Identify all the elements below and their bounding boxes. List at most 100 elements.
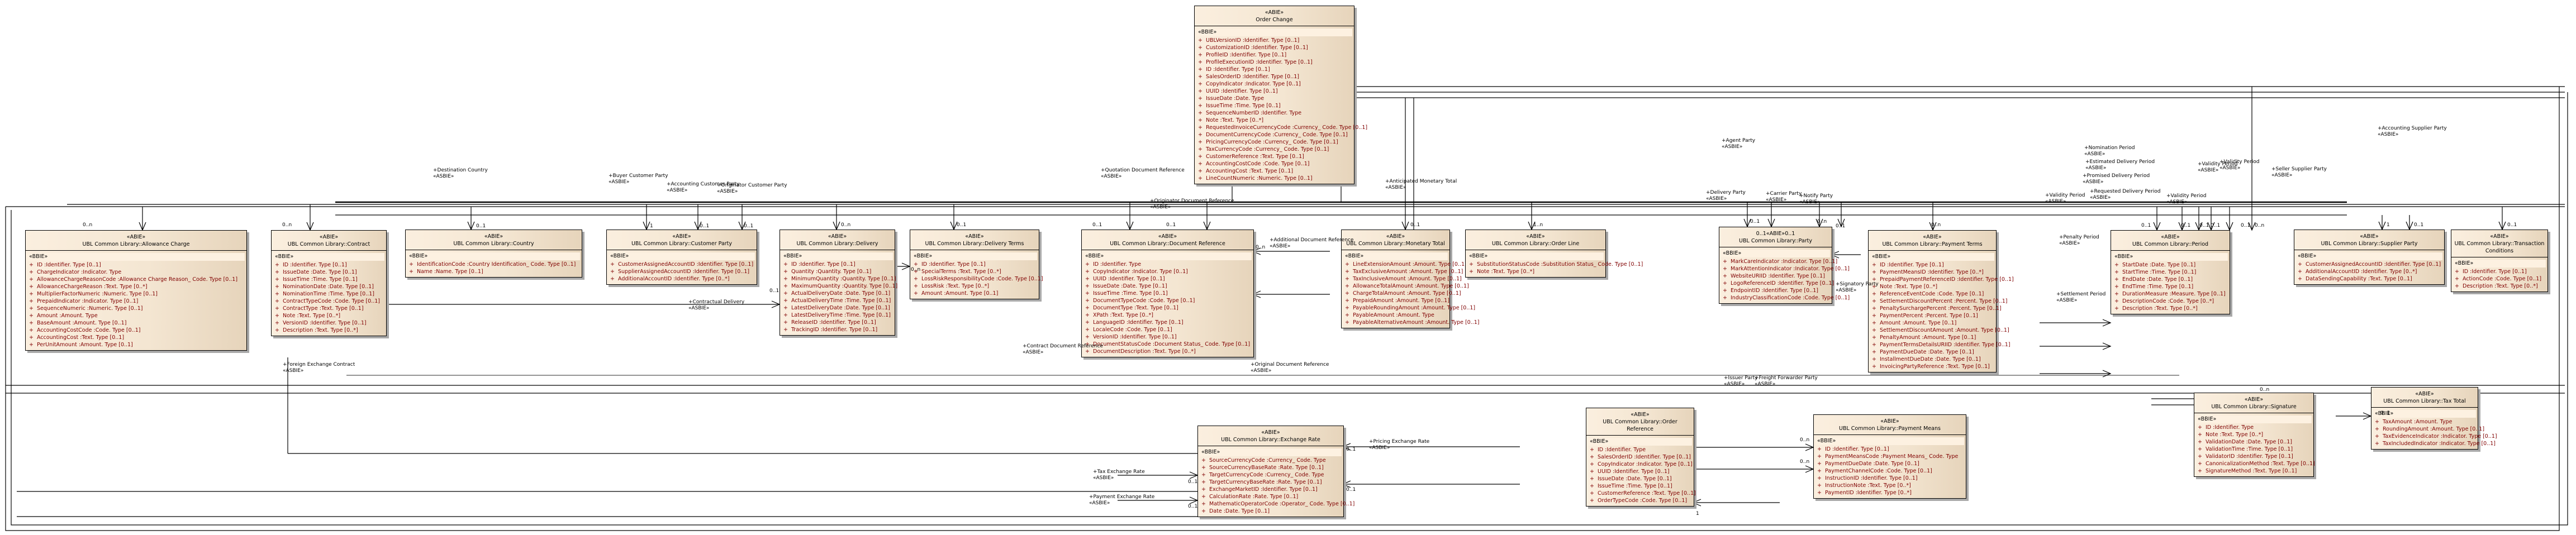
attribute-row[interactable]: +AccountingCostCode :Code. Type [0..1] <box>27 327 245 334</box>
attribute-row[interactable]: +Amount :Amount. Type <box>27 312 245 319</box>
attribute-row[interactable]: +XPath :Text. Type [0..*] <box>1083 312 1252 319</box>
attribute-row[interactable]: +AllowanceTotalAmount :Amount. Type [0..… <box>1343 283 1469 290</box>
attribute-row[interactable]: +VersionID :Identifier. Type [0..1] <box>273 319 384 327</box>
role-label-carrier-party[interactable]: +Carrier Party«ASBIE» <box>1766 191 1802 203</box>
attribute-row[interactable]: +WebsiteURIID :Identifier. Type [0..1] <box>1721 273 1830 280</box>
attribute-row[interactable]: +Name :Name. Type [0..1] <box>407 268 580 275</box>
attribute-row[interactable]: +PenaltySurchargePercent :Percent. Type … <box>1870 305 2002 312</box>
role-label-notify-party[interactable]: +Notify Party«ASBIE» <box>1799 193 1833 206</box>
attribute-row[interactable]: +ID :Identifier. Type [0..1] <box>27 261 245 269</box>
attribute-row[interactable]: +IssueTime :Time. Type [0..1] <box>1196 102 1352 109</box>
role-label-issuer-party[interactable]: +Issuer Party«ASBIE» <box>1724 375 1757 388</box>
role-label-signatory-party[interactable]: +Signatory Party«ASBIE» <box>1836 281 1879 294</box>
attribute-row[interactable]: +BaseAmount :Amount. Type [0..1] <box>27 319 245 327</box>
attribute-row[interactable]: +SpecialTerms :Text. Type [0..*] <box>912 268 1037 275</box>
role-label-anticipated-monetary-total[interactable]: +Anticipated Monetary Total«ASBIE» <box>1385 179 1457 191</box>
attribute-row[interactable]: +CopyIndicator :Indicator. Type [0..1] <box>1588 461 1693 468</box>
attribute-row[interactable]: +SupplierAssignedAccountID :Identifier. … <box>609 268 755 275</box>
attribute-row[interactable]: +ActualDeliveryDate :Date. Type [0..1] <box>782 290 893 297</box>
attribute-row[interactable]: +ID :Identifier. Type [0..1] <box>1870 261 1994 269</box>
attribute-row[interactable]: +SequenceNumberID :Identifier. Type <box>1196 109 1352 117</box>
attribute-row[interactable]: +MarkAttentionIndicator :Indicator. Type… <box>1721 265 1850 273</box>
attribute-row[interactable]: +PaymentDueDate :Date. Type [0..1] <box>1870 348 1994 356</box>
class-signature[interactable]: «ABIE»UBL Common Library::Signature«BBIE… <box>2194 393 2315 477</box>
attribute-row[interactable]: +SettlementDiscountPercent :Percent. Typ… <box>1870 298 2008 305</box>
attribute-row[interactable]: +RequestedInvoiceCurrencyCode :Currency_… <box>1196 124 1367 131</box>
attribute-row[interactable]: +ValidationTime :Time. Type [0..1] <box>2196 446 2312 453</box>
attribute-row[interactable]: +PenaltyAmount :Amount. Type [0..1] <box>1870 334 1994 341</box>
attribute-row[interactable]: +AccountingCost :Text. Type [0..1] <box>27 334 245 341</box>
attribute-row[interactable]: +ValidationDate :Date. Type [0..1] <box>2196 438 2312 446</box>
attribute-row[interactable]: +NominationTime :Time. Type [0..1] <box>273 290 384 298</box>
attribute-row[interactable]: +PaymentMeansID :Identifier. Type [0..*] <box>1870 269 1994 276</box>
role-label-additional-document-reference[interactable]: +Additional Document Reference«ASBIE» <box>1270 237 1353 250</box>
attribute-row[interactable]: +ActionCode :Code. Type [0..1] <box>2453 275 2546 283</box>
attribute-row[interactable]: +ID :Identifier. Type <box>1588 446 1692 453</box>
attribute-row[interactable]: +DescriptionCode :Code. Type [0..*] <box>2113 298 2228 305</box>
attribute-row[interactable]: +ID :Identifier. Type [0..1] <box>1196 66 1352 73</box>
attribute-row[interactable]: +CustomerAssignedAccountID :Identifier. … <box>2296 261 2442 268</box>
class-payment-means[interactable]: «ABIE»UBL Common Library::Payment Means«… <box>1813 414 1966 499</box>
attribute-row[interactable]: +LocaleCode :Code. Type [0..1] <box>1083 326 1252 333</box>
class-delivery[interactable]: «ABIE»UBL Common Library::Delivery«BBIE»… <box>780 230 897 336</box>
attribute-row[interactable]: +LanguageID :Identifier. Type [0..1] <box>1083 319 1252 326</box>
class-exchange-rate[interactable]: «ABIE»UBL Common Library::Exchange Rate«… <box>1197 426 1354 517</box>
attribute-row[interactable]: +MathematicOperatorCode :Operator_ Code.… <box>1200 500 1354 508</box>
role-label-tax-exchange-rate[interactable]: +Tax Exchange Rate«ASBIE» <box>1093 469 1145 481</box>
attribute-row[interactable]: +RoundingAmount :Amount. Type [0..1] <box>2373 426 2484 433</box>
attribute-row[interactable]: +PayableAlternativeAmount :Amount. Type … <box>1343 319 1480 326</box>
attribute-row[interactable]: +PaymentDueDate :Date. Type [0..1] <box>1815 460 1964 467</box>
attribute-row[interactable]: +PrepaidPaymentReferenceID :Identifier. … <box>1870 276 2014 283</box>
attribute-row[interactable]: +DocumentStatusCode :Document Status_ Co… <box>1083 341 1252 348</box>
attribute-row[interactable]: +InstallmentDueDate :Date. Type [0..1] <box>1870 356 1994 363</box>
role-label-nomination-period[interactable]: +Nomination Period«ASBIE» <box>2084 145 2135 157</box>
attribute-row[interactable]: +PayableAmount :Amount. Type <box>1343 312 1448 319</box>
attribute-row[interactable]: +PaymentMeansCode :Payment Means_ Code. … <box>1815 453 1964 460</box>
role-label-destination-country[interactable]: +Destination Country«ASBIE» <box>433 168 488 180</box>
class-payment-terms[interactable]: «ABIE»UBL Common Library::Payment Terms«… <box>1868 230 2014 372</box>
attribute-row[interactable]: +DocumentDescription :Text. Type [0..*] <box>1083 348 1252 355</box>
role-label-estimated-delivery-period[interactable]: +Estimated Delivery Period«ASBIE» <box>2085 159 2155 171</box>
attribute-row[interactable]: +AccountingCostCode :Code. Type [0..1] <box>1196 160 1352 168</box>
class-document-reference[interactable]: «ABIE»UBL Common Library::Document Refer… <box>1081 230 1254 357</box>
attribute-row[interactable]: +ID :Identifier. Type <box>1083 261 1252 268</box>
attribute-row[interactable]: +TaxAmount :Amount. Type <box>2373 418 2476 426</box>
attribute-row[interactable]: +CustomerReference :Text. Type [0..1] <box>1196 153 1352 160</box>
attribute-row[interactable]: +Note :Text. Type [0..*] <box>1870 283 1994 290</box>
role-label-payment-exchange-rate[interactable]: +Payment Exchange Rate«ASBIE» <box>1089 494 1154 507</box>
attribute-row[interactable]: +TaxEvidenceIndicator :Indicator. Type [… <box>2373 433 2497 440</box>
attribute-row[interactable]: +CustomizationID :Identifier. Type [0..1… <box>1196 44 1352 51</box>
attribute-row[interactable]: +Amount :Amount. Type [0..1] <box>1870 319 1994 327</box>
role-label-validity-period-3[interactable]: +Validity Period«ASBIE» <box>2045 193 2085 205</box>
attribute-row[interactable]: +Date :Date. Type [0..1] <box>1200 508 1342 515</box>
attribute-row[interactable]: +MaximumQuantity :Quantity. Type [0..1] <box>782 283 897 290</box>
attribute-row[interactable]: +CopyIndicator :Indicator. Type [0..1] <box>1083 268 1252 275</box>
class-delivery-terms[interactable]: «ABIE»UBL Common Library::Delivery Terms… <box>910 230 1043 299</box>
class-period[interactable]: «ABIE»UBL Common Library::Period«BBIE»+S… <box>2111 230 2230 314</box>
attribute-row[interactable]: +VersionID :Identifier. Type [0..1] <box>1083 333 1252 341</box>
role-label-accounting-customer-party[interactable]: +Accounting Customer Party«ASBIE» <box>667 181 739 194</box>
attribute-row[interactable]: +PaymentTermsDetailsURIID :Identifier. T… <box>1870 341 2011 348</box>
attribute-row[interactable]: +LogoReferenceID :Identifier. Type [0..1… <box>1721 280 1834 287</box>
attribute-row[interactable]: +TaxExclusiveAmount :Amount. Type [0..1] <box>1343 268 1463 275</box>
attribute-row[interactable]: +InvoicingPartyReference :Text. Type [0.… <box>1870 363 1994 370</box>
attribute-row[interactable]: +DataSendingCapability :Text. Type [0..1… <box>2296 275 2442 283</box>
role-label-quotation-document-reference[interactable]: +Quotation Document Reference«ASBIE» <box>1101 168 1185 180</box>
attribute-row[interactable]: +IssueTime :Time. Type [0..1] <box>1083 290 1252 297</box>
attribute-row[interactable]: +SignatureMethod :Text. Type [0..1] <box>2196 467 2312 475</box>
attribute-row[interactable]: +Description :Text. Type [0..*] <box>2453 283 2546 290</box>
class-customer-party[interactable]: «ABIE»UBL Common Library::Customer Party… <box>606 230 757 285</box>
attribute-row[interactable]: +CopyIndicator :Indicator. Type [0..1] <box>1196 80 1352 88</box>
attribute-row[interactable]: +LossRiskResponsibilityCode :Code. Type … <box>912 275 1043 283</box>
attribute-row[interactable]: +ReleaseID :Identifier. Type [0..1] <box>782 319 893 326</box>
attribute-row[interactable]: +SettlementDiscountAmount :Amount. Type … <box>1870 327 2009 334</box>
attribute-row[interactable]: +IndustryClassificationCode :Code. Type … <box>1721 294 1850 302</box>
attribute-row[interactable]: +UBLVersionID :Identifier. Type [0..1] <box>1196 37 1352 44</box>
attribute-row[interactable]: +PrepaidAmount :Amount. Type [0..1] <box>1343 297 1449 304</box>
role-label-requested-delivery-period[interactable]: +Requested Delivery Period«ASBIE» <box>2090 189 2161 201</box>
class-allowance-charge[interactable]: «ABIE»UBL Common Library::Allowance Char… <box>25 230 247 351</box>
attribute-row[interactable]: +Note :Text. Type [0..*] <box>1467 268 1604 275</box>
attribute-row[interactable]: +UUID :Identifier. Type [0..1] <box>1196 88 1352 95</box>
role-label-promised-delivery-period[interactable]: +Promised Delivery Period«ASBIE» <box>2083 173 2150 185</box>
